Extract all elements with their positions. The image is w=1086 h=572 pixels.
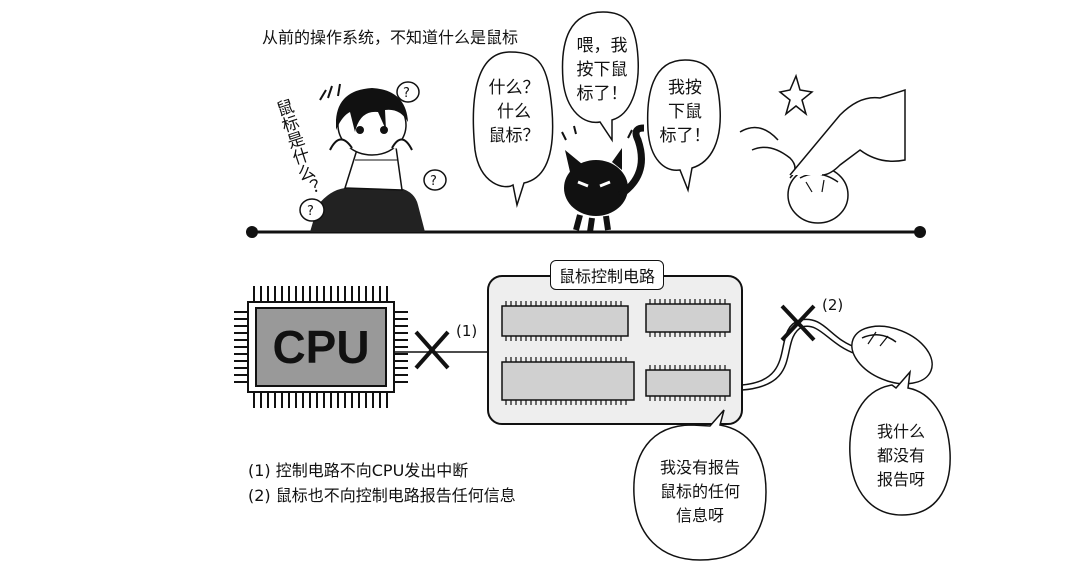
cross-mark-1 bbox=[414, 330, 450, 370]
question-bubbles bbox=[299, 81, 447, 222]
svg-text:?: ? bbox=[430, 174, 437, 189]
controller-bubble-text: 我没有报告 鼠标的任何 信息呀 bbox=[659, 458, 740, 525]
girl-bubble-text: 什么？ 什么 鼠标？ bbox=[488, 78, 540, 146]
question-marks: ? ? ? bbox=[307, 86, 437, 219]
cat-bubble-text: 喂，我 按下鼠 标了！ bbox=[576, 36, 628, 104]
cpu-label: CPU bbox=[272, 321, 370, 373]
marker-1: (1) bbox=[456, 322, 478, 340]
mouse-cable bbox=[741, 318, 859, 391]
cpu-chip bbox=[234, 286, 408, 408]
hand-and-mouse bbox=[739, 73, 906, 224]
svg-text:?: ? bbox=[403, 86, 410, 101]
cat-figure bbox=[561, 124, 645, 233]
note-2: (2) 鼠标也不向控制电路报告任何信息 bbox=[248, 486, 516, 505]
girl-figure bbox=[310, 83, 425, 232]
note-1: (1) 控制电路不向CPU发出中断 bbox=[248, 461, 469, 480]
top-caption: 从前的操作系统，不知道什么是鼠标 bbox=[262, 28, 519, 47]
cat-bubble2-text: 我按 下鼠 标了！ bbox=[659, 78, 711, 146]
bottom-bubble-shapes bbox=[633, 369, 951, 561]
mouse-bubble-text: 我什么 都没有 报告呀 bbox=[876, 422, 925, 489]
speech-bubble-shapes bbox=[472, 11, 721, 208]
mouse-device bbox=[851, 325, 933, 385]
controller-title: 鼠标控制电路 bbox=[550, 260, 665, 290]
cross-mark-2 bbox=[780, 304, 816, 342]
marker-2: (2) bbox=[822, 296, 844, 314]
mouse-controller-board bbox=[487, 275, 743, 425]
svg-text:?: ? bbox=[307, 204, 314, 219]
notes: (1) 控制电路不向CPU发出中断 (2) 鼠标也不向控制电路报告任何信息 bbox=[248, 458, 516, 508]
